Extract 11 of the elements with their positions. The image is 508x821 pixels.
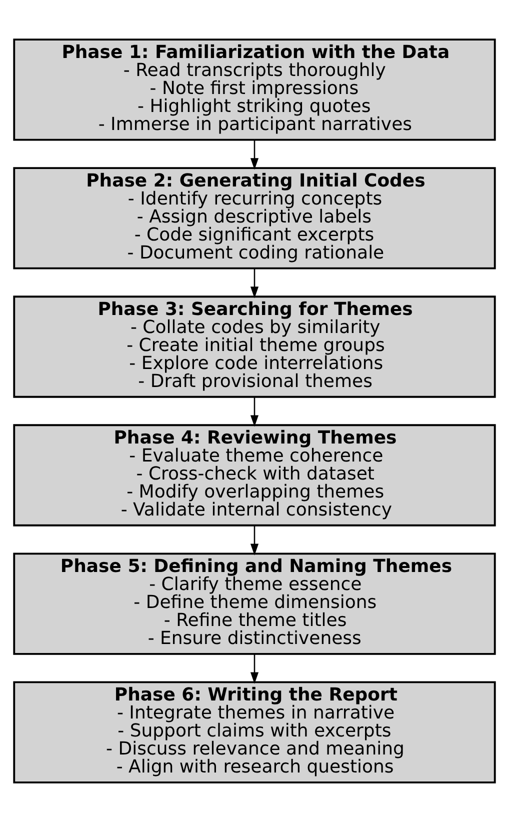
node-box: Phase 6: Writing the Report - Integrate themes in narrative - Support claims with excerpts - Discuss relevance and meaning - Align with research questions [12,680,496,783]
arrow [250,140,258,170]
arrow [250,525,258,555]
node-box: Phase 5: Defining and Naming Themes - Clarify theme essence - Define theme dimensions - Refine theme titles - Ensure distinctiveness [12,552,496,654]
arrow [250,268,258,298]
arrow [250,654,258,684]
node-box: Phase 4: Reviewing Themes - Evaluate theme coherence - Cross-check with dataset - Modify overlapping themes - Validate internal consistency [12,424,496,526]
node-box: Phase 3: Searching for Themes - Collate codes by similarity - Create initial theme groups - Explore code interrelations - Draft provisional themes [12,295,496,398]
node-box: Phase 1: Familiarization with the Data - Read transcripts thoroughly - Note first impressions - Highlight striking quotes - Immerse in participant narratives [12,38,496,140]
node-box: Phase 2: Generating Initial Codes - Identify recurring concepts - Assign descriptive labels - Code significant excerpts - Document coding rationale [12,166,496,269]
arrow [250,396,258,426]
